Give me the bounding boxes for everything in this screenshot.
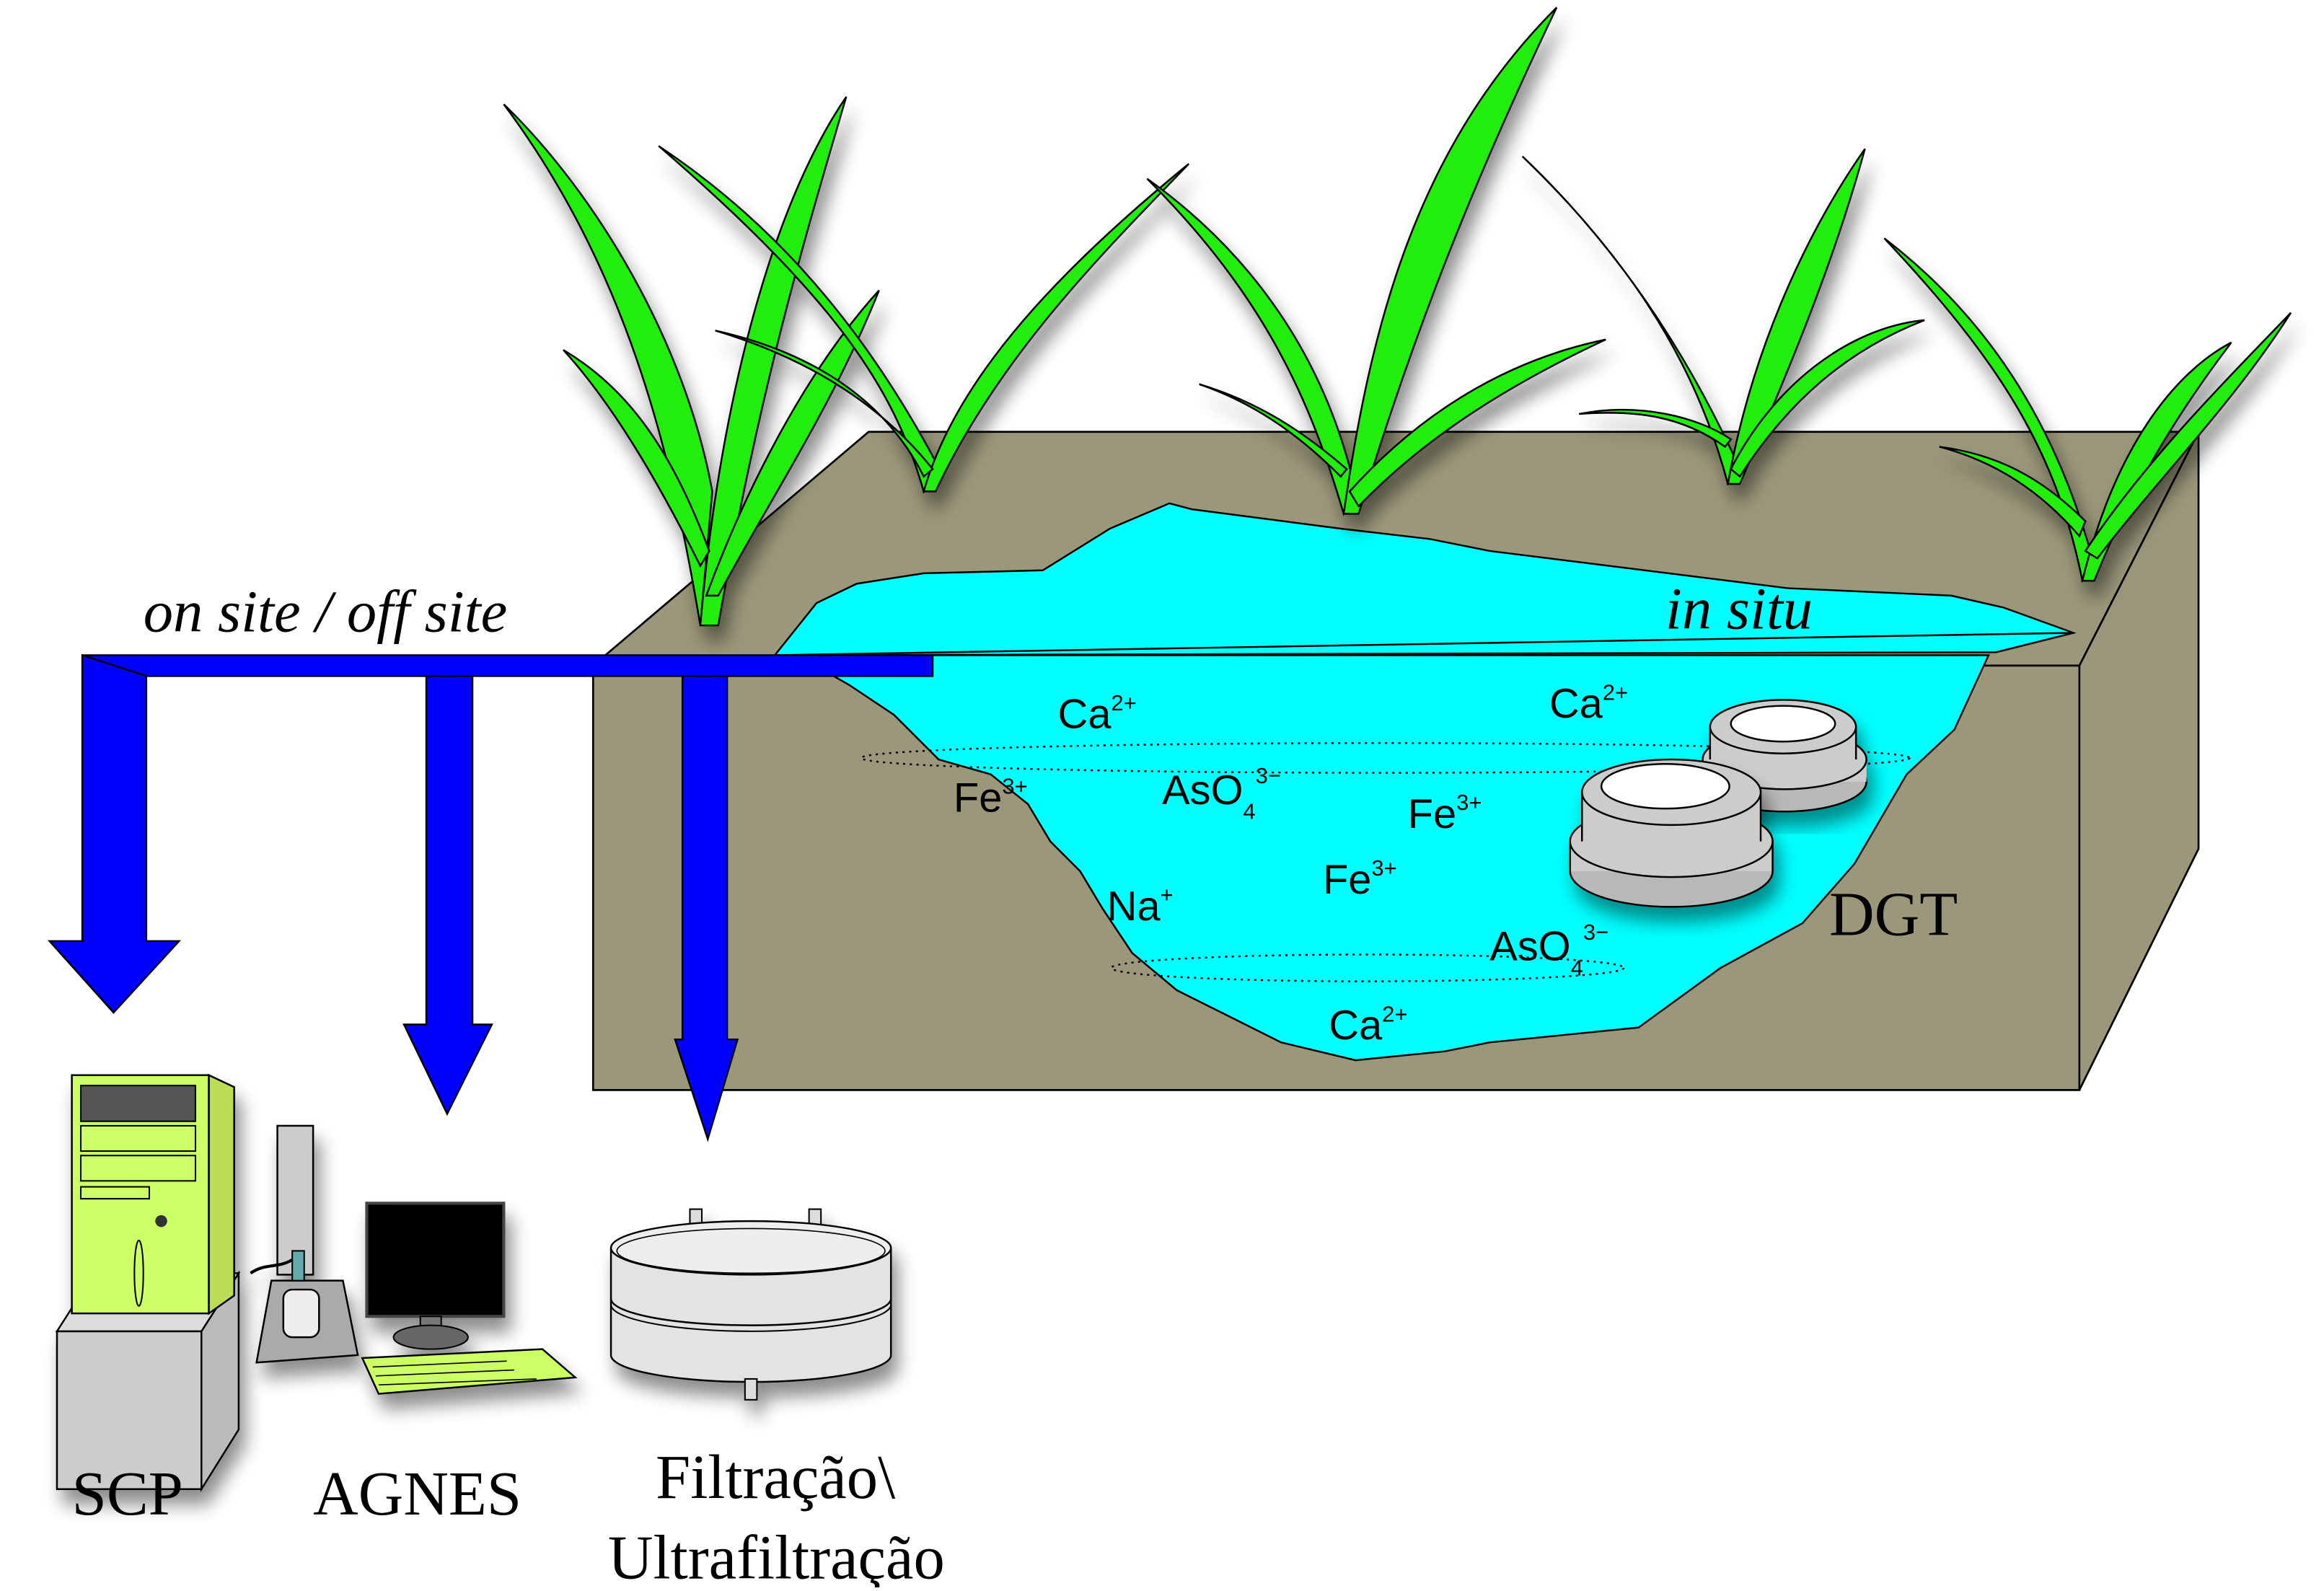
ion-label: Fe3+	[954, 773, 1028, 821]
plant	[503, 96, 880, 627]
arrow-bar	[82, 654, 934, 677]
filtration-label-line2: Ultrafiltração	[608, 1523, 945, 1587]
transport-mode-label: on site / off site	[144, 578, 508, 644]
sampling-arrows	[47, 653, 934, 1142]
ion-label: Fe3+	[1323, 855, 1397, 903]
filtration-unit	[609, 1208, 892, 1401]
ion-label: AsO43−	[1489, 920, 1608, 981]
water-surface-line	[775, 632, 2074, 656]
dotted-zone-lower	[1110, 953, 1625, 982]
in-situ-label: in situ	[1665, 575, 1813, 641]
agnes-label: AGNES	[313, 1459, 521, 1528]
water-body	[773, 502, 2077, 1062]
dotted-zone-upper	[860, 742, 1911, 774]
ion-label: AsO43−	[1162, 763, 1281, 824]
ion-label: Ca2+	[1057, 690, 1136, 738]
ion-label: Ca2+	[1329, 1001, 1407, 1049]
dgt-device-front	[1569, 758, 1774, 908]
arrow-to-agnes	[402, 675, 493, 1116]
water-surface	[773, 502, 2077, 656]
dgt-label: DGT	[1829, 880, 1958, 949]
scp-label: SCP	[72, 1459, 183, 1528]
plant	[658, 145, 1190, 495]
plant	[1146, 6, 1606, 516]
water-cross-section	[793, 654, 1990, 1062]
plant	[1521, 148, 1925, 486]
filtration-label-line1: Filtração\	[656, 1442, 896, 1512]
soil-side-face	[2078, 431, 2200, 1090]
ion-label: Fe3+	[1408, 790, 1482, 837]
agnes-instrument	[250, 1124, 578, 1395]
plants	[503, 6, 2292, 627]
ion-label: Na+	[1107, 882, 1174, 930]
arrow-to-filtration	[674, 675, 739, 1142]
arrow-to-scp	[47, 653, 182, 1014]
plant	[1883, 237, 2292, 583]
ion-label: Ca2+	[1549, 679, 1628, 727]
ion-labels: Ca2+ Ca2+ Fe3+ AsO43− Fe3+ Fe3+ Na+ AsO4…	[954, 679, 1628, 1049]
scp-instrument	[55, 1073, 241, 1493]
